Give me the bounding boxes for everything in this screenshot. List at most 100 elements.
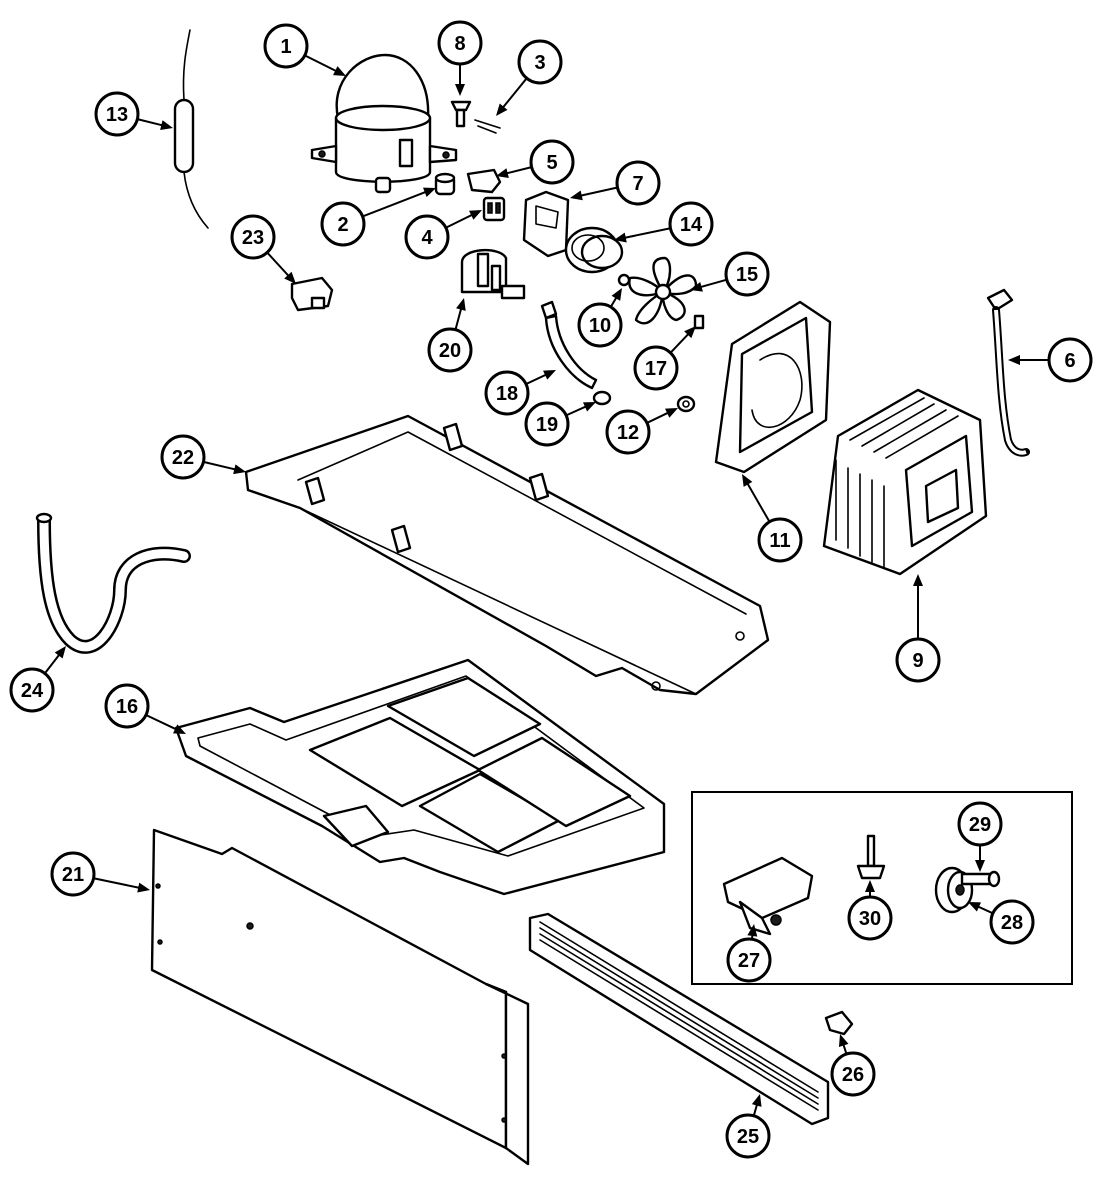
callout-number-23: 23 (242, 227, 264, 249)
part-28-roller (934, 866, 974, 914)
arrowhead-23 (284, 271, 296, 284)
callout-15: 15 (724, 251, 770, 297)
leader-line-18 (525, 373, 548, 385)
callout-circle-26 (830, 1051, 876, 1097)
callout-number-13: 13 (106, 104, 128, 126)
part-1-compressor (310, 53, 458, 194)
part-4-relay (482, 196, 506, 222)
callout-23: 23 (230, 214, 276, 260)
leader-line-23 (266, 251, 290, 278)
arrowhead-9 (913, 574, 923, 586)
callout-circle-13 (94, 91, 140, 137)
callout-circle-30 (847, 895, 893, 941)
callout-28: 28 (989, 899, 1035, 945)
part-22-base-rail (244, 414, 770, 696)
callout-circle-18 (484, 370, 530, 416)
callout-24: 24 (9, 667, 55, 713)
callout-22: 22 (160, 434, 206, 480)
arrowhead-19 (583, 402, 596, 412)
arrowhead-5 (496, 168, 509, 178)
part-3-clip (474, 119, 501, 134)
part-5-relay-cover (466, 168, 502, 194)
part-17-clip (693, 314, 705, 330)
callout-circle-10 (577, 302, 623, 348)
callout-number-7: 7 (632, 173, 643, 195)
leader-line-1 (304, 54, 338, 73)
callout-10: 10 (577, 302, 623, 348)
part-13-drier-tube (173, 29, 209, 229)
callout-17: 17 (633, 345, 679, 391)
callout-number-9: 9 (912, 650, 923, 672)
part-29-bolt (960, 870, 1001, 888)
arrowhead-22 (233, 464, 246, 475)
callout-number-24: 24 (21, 680, 44, 702)
callout-number-8: 8 (454, 33, 465, 55)
callout-number-18: 18 (496, 383, 518, 405)
leader-line-13 (137, 118, 164, 127)
callout-number-4: 4 (421, 227, 433, 249)
part-16-drain-pan (174, 658, 666, 896)
callout-number-16: 16 (116, 696, 138, 718)
callout-circle-19 (524, 401, 570, 447)
arrowhead-12 (665, 408, 678, 418)
callout-30: 30 (847, 895, 893, 941)
arrowhead-11 (742, 474, 753, 487)
part-18-strap (540, 300, 598, 390)
leader-line-22 (203, 460, 237, 471)
arrowhead-27 (747, 924, 758, 937)
callout-18: 18 (484, 370, 530, 416)
arrowhead-14 (614, 232, 627, 243)
callout-circle-27 (726, 937, 772, 983)
arrowhead-17 (684, 326, 696, 339)
callout-circle-22 (160, 434, 206, 480)
callout-circle-4 (404, 214, 450, 260)
part-9-condenser (822, 388, 988, 576)
callout-circle-8 (437, 20, 483, 66)
leader-line-3 (501, 77, 528, 109)
callout-number-11: 11 (769, 530, 790, 552)
leader-line-10 (609, 296, 618, 308)
callout-4: 4 (404, 214, 450, 260)
callout-19: 19 (524, 401, 570, 447)
part-12-grommet (676, 395, 696, 413)
arrowhead-20 (456, 298, 466, 311)
callout-1: 1 (263, 23, 309, 69)
callout-number-28: 28 (1001, 912, 1023, 934)
arrowhead-7 (570, 190, 583, 201)
callout-number-29: 29 (969, 814, 991, 836)
part-15-fan-blade (628, 256, 698, 325)
part-24-drain-hose (35, 512, 191, 654)
leader-line-11 (746, 482, 771, 523)
part-20-bracket (460, 248, 526, 300)
leader-line-20 (454, 307, 463, 330)
arrowhead-15 (690, 281, 703, 292)
arrowhead-16 (173, 724, 186, 734)
callout-circle-3 (517, 39, 563, 85)
leader-line-28 (976, 905, 994, 915)
part-30-leveling-screw (856, 834, 886, 880)
callout-circle-17 (633, 345, 679, 391)
callout-circle-25 (725, 1113, 771, 1159)
callout-14: 14 (668, 201, 714, 247)
arrowhead-21 (137, 882, 150, 893)
leader-line-12 (646, 411, 670, 424)
part-25-grille (528, 912, 830, 1126)
callout-number-22: 22 (172, 447, 194, 469)
arrowhead-10 (611, 288, 622, 301)
part-19-grommet (592, 390, 612, 406)
callout-number-5: 5 (546, 152, 557, 174)
callout-5: 5 (529, 139, 575, 185)
arrowhead-13 (160, 120, 173, 130)
inset-box (691, 791, 1073, 985)
callout-number-27: 27 (738, 950, 760, 972)
leader-line-15 (699, 278, 728, 289)
part-26-clip (824, 1010, 854, 1036)
callout-27: 27 (726, 937, 772, 983)
callout-6: 6 (1047, 337, 1093, 383)
callout-21: 21 (50, 851, 96, 897)
leader-line-7 (579, 186, 618, 197)
part-2-grommet (434, 172, 456, 196)
leader-line-24 (44, 653, 61, 674)
part-8-screw (450, 100, 472, 128)
